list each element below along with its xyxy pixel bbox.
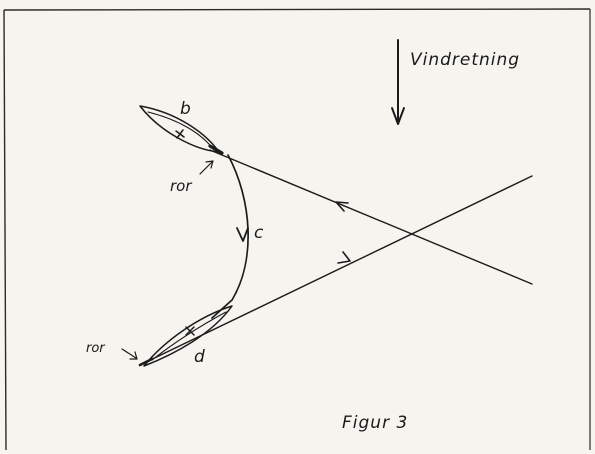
frame-top <box>3 8 591 11</box>
point-c-label: c <box>254 223 264 243</box>
frame-left <box>3 9 7 451</box>
wind-direction-label: Vindretning <box>410 50 520 70</box>
rudder-label-lower: ror <box>86 341 106 356</box>
boat-hull-d <box>138 305 233 367</box>
point-b-label: b <box>180 99 191 119</box>
upper-course-line <box>209 149 533 285</box>
rudder-pointer-upper <box>199 160 214 175</box>
rudder-pointer-lower <box>121 348 138 360</box>
cross-mark-icon <box>185 326 195 336</box>
cross-mark-icon <box>175 129 185 139</box>
point-d-label: d <box>194 347 205 367</box>
rudder-label-upper: ror <box>170 177 192 195</box>
boat-hull-b <box>139 105 224 155</box>
turning-curve <box>211 154 249 319</box>
figure-caption: Figur 3 <box>342 413 408 433</box>
wind-direction-arrow <box>391 39 405 125</box>
